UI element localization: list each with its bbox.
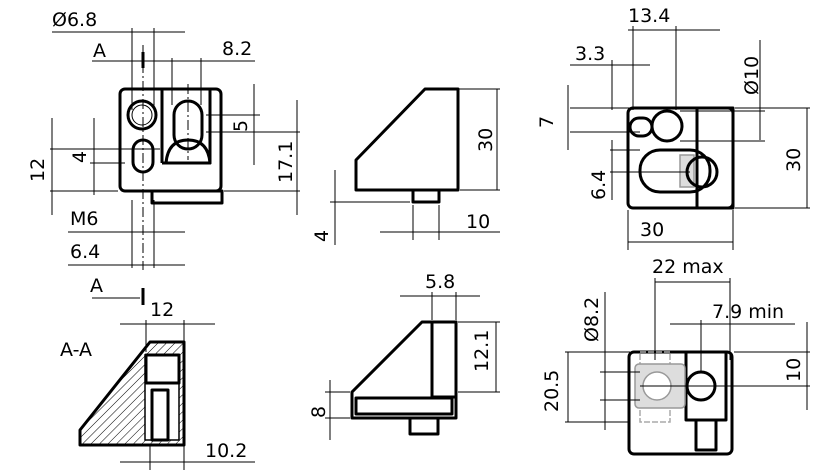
dim-30-height: 30 (783, 148, 805, 172)
dim-10-offset: 10 (783, 358, 805, 382)
dim-10-2: 10.2 (205, 440, 247, 462)
bottom-side-view: 5.8 12.1 8 (308, 271, 500, 440)
section-mark-top: A (93, 40, 106, 62)
dim-30-side: 30 (475, 128, 497, 152)
side-view: 30 4 10 (311, 87, 500, 245)
dim-dia-6-8: Ø6.8 (52, 9, 97, 31)
bottom-right-view: 22 max 7.9 min Ø8.2 20.5 10 (541, 256, 810, 456)
dim-12-section: 12 (150, 299, 174, 321)
dim-4-foot: 4 (311, 230, 333, 242)
dim-12-1: 12.1 (471, 330, 493, 372)
dim-17-1: 17.1 (275, 141, 297, 183)
dim-8-2: 8.2 (222, 38, 252, 60)
dim-6-4: 6.4 (70, 241, 100, 263)
dim-12: 12 (27, 158, 49, 182)
top-right-view: 13.4 3.3 Ø10 7 30 6.4 30 (536, 5, 810, 250)
dim-7-9-min: 7.9 min (712, 301, 784, 323)
dim-13-4: 13.4 (628, 5, 670, 27)
dim-20-5: 20.5 (541, 370, 563, 412)
dim-dia-10: Ø10 (741, 56, 763, 95)
dim-5-8: 5.8 (425, 271, 455, 293)
section-mark-bottom: A (90, 275, 103, 297)
dim-4: 4 (69, 151, 91, 163)
dim-3-3: 3.3 (575, 43, 605, 65)
dim-7: 7 (536, 116, 558, 128)
dim-30-width: 30 (640, 219, 664, 241)
dim-dia-8-2: Ø8.2 (581, 297, 603, 342)
dim-6-4-vertical: 6.4 (588, 170, 610, 200)
front-view: Ø6.8 A 8.2 5 17.1 12 4 M6 6.4 A (27, 9, 300, 305)
dim-5: 5 (230, 120, 252, 132)
dim-m6: M6 (70, 208, 98, 230)
section-view: 12 A-A 10.2 (60, 299, 255, 470)
dim-10-foot: 10 (466, 211, 490, 233)
dim-8: 8 (308, 406, 330, 418)
section-label: A-A (60, 339, 92, 361)
dim-22-max: 22 max (652, 256, 724, 278)
